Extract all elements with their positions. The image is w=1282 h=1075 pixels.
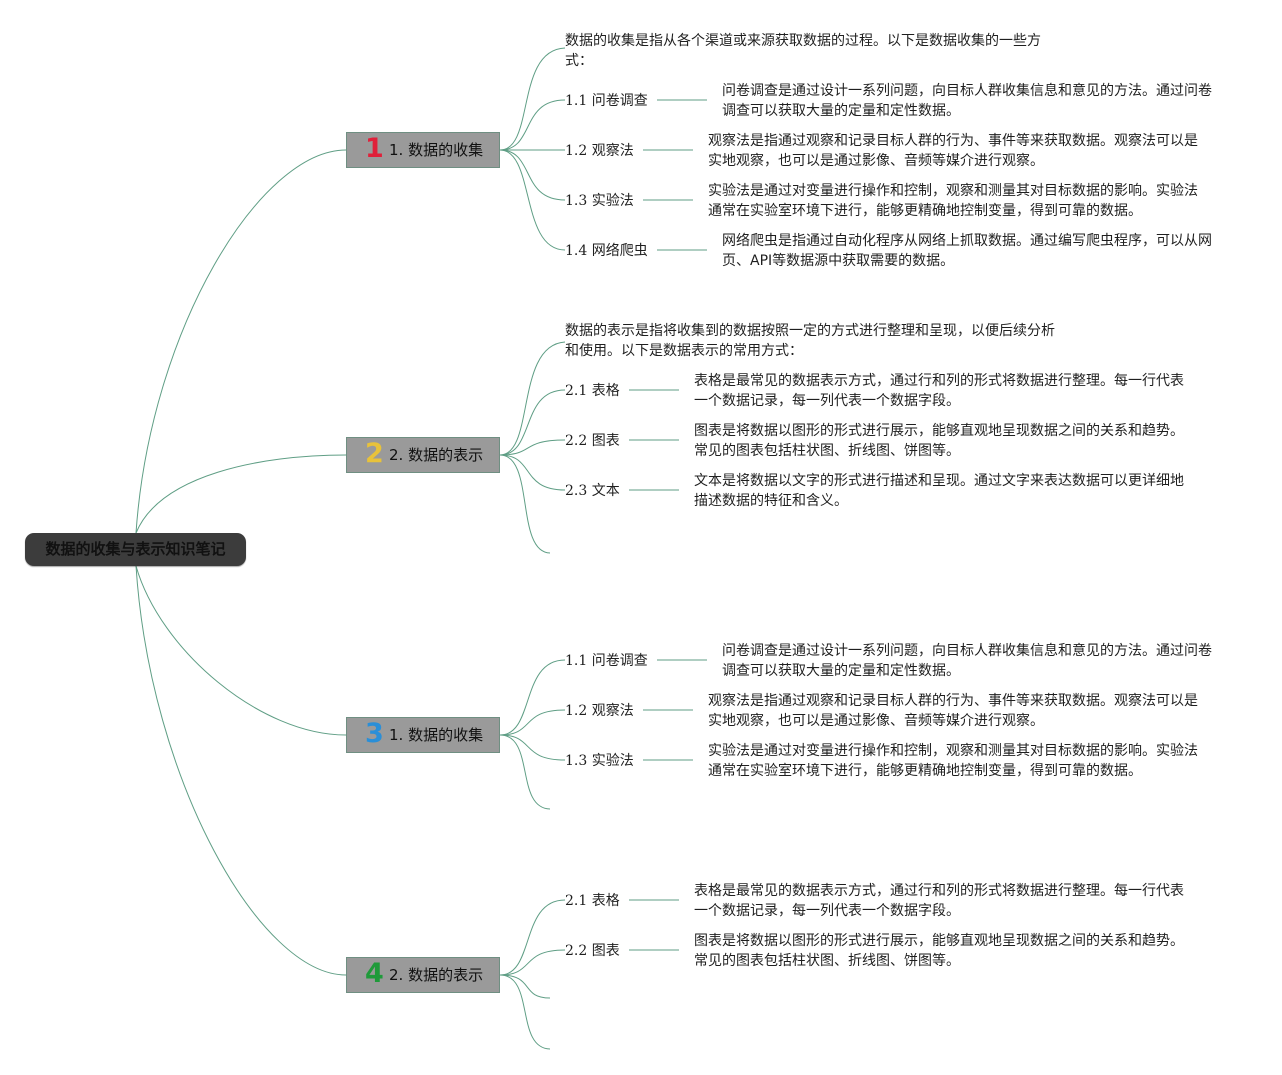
branch-label: 1. 数据的收集	[389, 726, 484, 744]
root-link-2	[135, 454, 347, 534]
branch-node-3[interactable]: 3 1. 数据的收集	[346, 717, 500, 753]
topic-item[interactable]: 1.2 观察法	[565, 703, 634, 719]
topic-item[interactable]: 1.1 问卷调查	[565, 93, 648, 109]
topic-item[interactable]: 2.2 图表	[565, 433, 620, 449]
root-link-4	[135, 565, 347, 976]
topic-item[interactable]: 1.3 实验法	[565, 753, 634, 769]
topic-description: 网络爬虫是指通过自动化程序从网络上抓取数据。通过编写爬虫程序，可以从网页、API…	[722, 233, 1212, 269]
priority-1-icon: 1	[365, 133, 384, 164]
topic-item[interactable]: 2.1 表格	[565, 893, 620, 909]
branch-label: 2. 数据的表示	[389, 966, 484, 984]
topic-description: 观察法是指通过观察和记录目标人群的行为、事件等来获取数据。观察法可以是实地观察，…	[708, 133, 1198, 169]
topic-description: 问卷调查是通过设计一系列问题，向目标人群收集信息和意见的方法。通过问卷调查可以获…	[722, 643, 1212, 679]
priority-2-icon: 2	[365, 438, 384, 469]
topic-description: 实验法是通过对变量进行操作和控制，观察和测量其对目标数据的影响。实验法通常在实验…	[708, 743, 1198, 779]
branch-node-1[interactable]: 1 1. 数据的收集	[346, 132, 500, 168]
priority-3-icon: 3	[365, 718, 384, 749]
branch-node-4[interactable]: 4 2. 数据的表示	[346, 957, 500, 993]
topic-description: 实验法是通过对变量进行操作和控制，观察和测量其对目标数据的影响。实验法通常在实验…	[708, 183, 1198, 219]
topic-item[interactable]: 2.1 表格	[565, 383, 620, 399]
topic-item[interactable]: 2.3 文本	[565, 483, 620, 499]
branch-node-2[interactable]: 2 2. 数据的表示	[346, 437, 500, 473]
topic-item[interactable]: 1.1 问卷调查	[565, 653, 648, 669]
branch-label: 1. 数据的收集	[389, 141, 484, 159]
topic-description: 观察法是指通过观察和记录目标人群的行为、事件等来获取数据。观察法可以是实地观察，…	[708, 693, 1198, 729]
topic-description: 图表是将数据以图形的形式进行展示，能够直观地呈现数据之间的关系和趋势。常见的图表…	[694, 423, 1184, 459]
topic-item[interactable]: 1.3 实验法	[565, 193, 634, 209]
root-node[interactable]: 数据的收集与表示知识笔记	[25, 533, 246, 566]
root-link-1	[135, 149, 347, 534]
topic-description: 表格是最常见的数据表示方式，通过行和列的形式将数据进行整理。每一行代表一个数据记…	[694, 883, 1184, 919]
topic-item[interactable]: 1.2 观察法	[565, 143, 634, 159]
branch-intro: 数据的收集是指从各个渠道或来源获取数据的过程。以下是数据收集的一些方 式：	[565, 33, 1041, 69]
topic-item[interactable]: 1.4 网络爬虫	[565, 243, 648, 259]
topic-description: 文本是将数据以文字的形式进行描述和呈现。通过文字来表达数据可以更详细地描述数据的…	[694, 473, 1184, 509]
root-link-3	[135, 565, 347, 736]
topic-description: 表格是最常见的数据表示方式，通过行和列的形式将数据进行整理。每一行代表一个数据记…	[694, 373, 1184, 409]
root-title: 数据的收集与表示知识笔记	[45, 540, 226, 558]
branch-label: 2. 数据的表示	[389, 446, 484, 464]
priority-4-icon: 4	[365, 958, 384, 989]
topic-item[interactable]: 2.2 图表	[565, 943, 620, 959]
topic-description: 图表是将数据以图形的形式进行展示，能够直观地呈现数据之间的关系和趋势。常见的图表…	[694, 933, 1184, 969]
topic-description: 问卷调查是通过设计一系列问题，向目标人群收集信息和意见的方法。通过问卷调查可以获…	[722, 83, 1212, 119]
branch-intro: 数据的表示是指将收集到的数据按照一定的方式进行整理和呈现，以便后续分析 和使用。…	[565, 323, 1055, 359]
